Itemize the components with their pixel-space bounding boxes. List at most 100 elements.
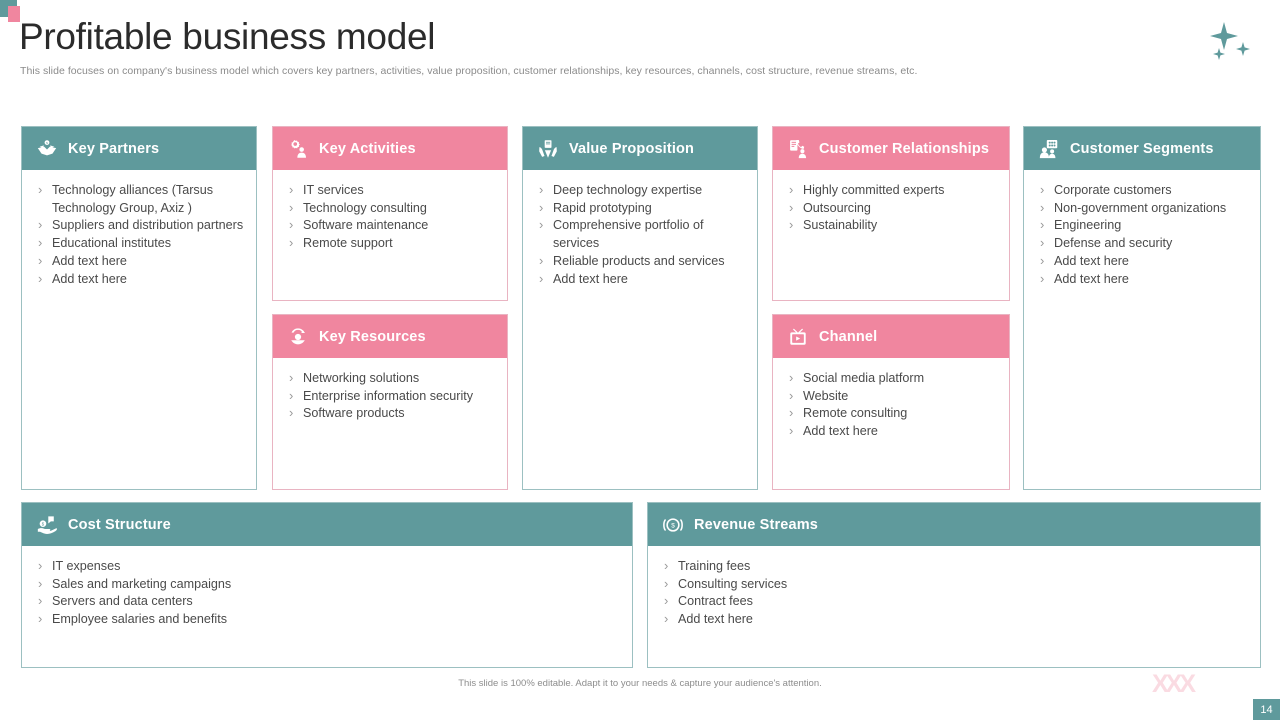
card-customer-segments[interactable]: Customer Segments Corporate customers No… [1023,126,1261,490]
hand-coin-icon: $ [37,515,57,534]
card-revenue-streams[interactable]: $ Revenue Streams Training fees Consulti… [647,502,1261,668]
list-item: Remote consulting [783,404,999,423]
list-key-partners: Technology alliances (Tarsus Technology … [32,181,246,289]
list-item: Add text here [658,610,1250,629]
list-item: Add text here [1034,270,1250,289]
card-key-resources[interactable]: Key Resources Networking solutions Enter… [272,314,508,490]
list-item: Consulting services [658,575,1250,594]
card-header-customer-relationships: Customer Relationships [773,127,1009,170]
corner-decoration [0,0,26,26]
list-item: Reliable products and services [533,252,747,271]
list-item: Employee salaries and benefits [32,610,622,629]
list-item: Highly committed experts [783,181,999,200]
list-revenue-streams: Training fees Consulting services Contra… [658,557,1250,629]
list-item: Engineering [1034,216,1250,235]
card-header-revenue-streams: $ Revenue Streams [648,503,1260,546]
card-header-key-activities: Key Activities [273,127,507,170]
card-title: Value Proposition [569,140,695,157]
list-item: Website [783,387,999,406]
sparkles-decoration [1202,16,1262,66]
list-key-resources: Networking solutions Enterprise informat… [283,369,497,423]
card-header-key-resources: Key Resources [273,315,507,358]
list-item: Training fees [658,557,1250,576]
list-item: Servers and data centers [32,592,622,611]
card-title: Customer Relationships [819,140,990,157]
card-body-key-partners: Technology alliances (Tarsus Technology … [22,170,256,298]
card-value-proposition[interactable]: Value Proposition Deep technology expert… [522,126,758,490]
list-key-activities: IT services Technology consulting Softwa… [283,181,497,253]
list-item: Sustainability [783,216,999,235]
list-item: Comprehensive portfolio of services [533,216,747,252]
svg-text:$: $ [42,521,45,526]
card-title: Key Activities [319,140,416,157]
svg-text:$: $ [671,522,675,529]
list-value-proposition: Deep technology expertise Rapid prototyp… [533,181,747,289]
list-item: Rapid prototyping [533,199,747,218]
list-item: IT expenses [32,557,622,576]
list-item: Enterprise information security [283,387,497,406]
card-body-customer-relationships: Highly committed experts Outsourcing Sus… [773,170,1009,245]
xxx-watermark: XXX [1152,670,1196,698]
list-item: Software products [283,404,497,423]
handshake-icon: $ [37,139,57,155]
card-body-customer-segments: Corporate customers Non-government organ… [1024,170,1260,298]
card-key-activities[interactable]: Key Activities IT services Technology co… [272,126,508,301]
card-channel[interactable]: Channel Social media platform Website Re… [772,314,1010,490]
card-customer-relationships[interactable]: Customer Relationships Highly committed … [772,126,1010,301]
svg-text:$: $ [46,141,48,145]
list-item: Contract fees [658,592,1250,611]
list-channel: Social media platform Website Remote con… [783,369,999,441]
list-item: Educational institutes [32,234,246,253]
list-item: Social media platform [783,369,999,388]
gear-person-icon [291,139,306,158]
sparkle-icon [1210,22,1250,60]
list-item: Deep technology expertise [533,181,747,200]
card-title: Key Partners [68,140,160,157]
list-item: Add text here [32,252,246,271]
list-item: Technology alliances (Tarsus Technology … [32,181,246,217]
card-cost-structure[interactable]: $ Cost Structure IT expenses Sales and m… [21,502,633,668]
card-body-channel: Social media platform Website Remote con… [773,358,1009,451]
people-group-icon [1039,139,1058,158]
card-header-channel: Channel [773,315,1009,358]
page-subtitle: This slide focuses on company's business… [20,65,918,77]
corner-square-pink [8,6,20,22]
card-title: Revenue Streams [694,516,818,533]
card-header-cost-structure: $ Cost Structure [22,503,632,546]
list-item: Defense and security [1034,234,1250,253]
list-customer-segments: Corporate customers Non-government organ… [1034,181,1250,289]
card-body-cost-structure: IT expenses Sales and marketing campaign… [22,546,632,639]
list-item: Add text here [1034,252,1250,271]
card-title: Cost Structure [68,516,171,533]
list-item: Add text here [533,270,747,289]
list-item: Add text here [32,270,246,289]
card-body-key-resources: Networking solutions Enterprise informat… [273,358,507,433]
card-body-revenue-streams: Training fees Consulting services Contra… [648,546,1260,639]
list-item: Add text here [783,422,999,441]
list-item: Remote support [283,234,497,253]
card-title: Key Resources [319,328,426,345]
card-body-key-activities: IT services Technology consulting Softwa… [273,170,507,263]
list-item: IT services [283,181,497,200]
page-title: Profitable business model [19,16,436,57]
list-item: Sales and marketing campaigns [32,575,622,594]
list-item: Corporate customers [1034,181,1250,200]
phone-person-icon [790,139,807,158]
card-title: Customer Segments [1070,140,1214,157]
list-customer-relationships: Highly committed experts Outsourcing Sus… [783,181,999,235]
list-item: Suppliers and distribution partners [32,216,246,235]
resources-cycle-icon [291,327,305,344]
list-cost-structure: IT expenses Sales and marketing campaign… [32,557,622,629]
list-item: Technology consulting [283,199,497,218]
card-body-value-proposition: Deep technology expertise Rapid prototyp… [523,170,757,298]
hands-document-icon [539,139,557,158]
list-item: Networking solutions [283,369,497,388]
list-item: Software maintenance [283,216,497,235]
page-number-badge: 14 [1253,699,1280,720]
card-header-value-proposition: Value Proposition [523,127,757,170]
card-title: Channel [819,328,878,345]
card-key-partners[interactable]: $ Key Partners Technology alliances (Tar… [21,126,257,490]
tv-media-icon [790,328,806,345]
